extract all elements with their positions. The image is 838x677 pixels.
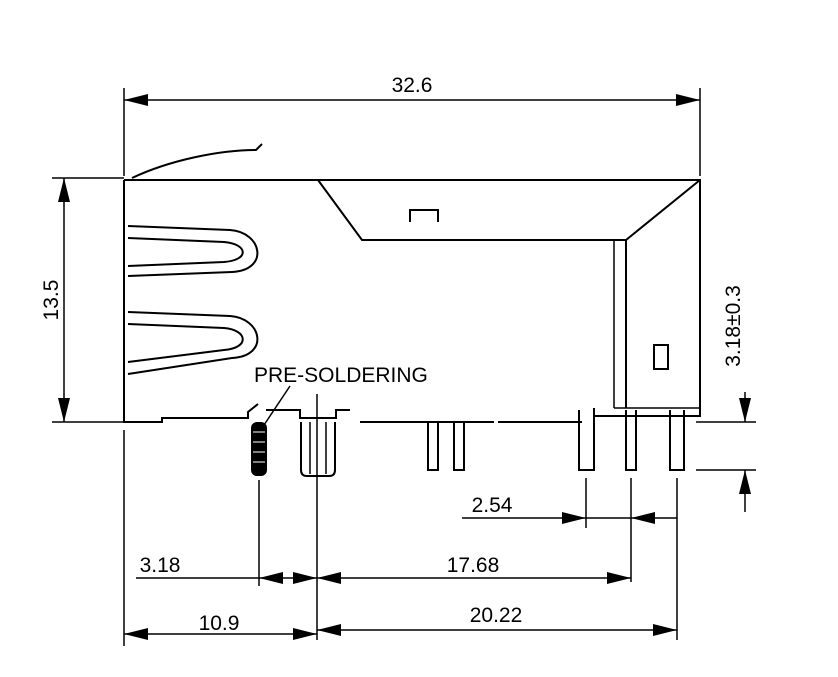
dimension-pin-standoff: 3.18±0.3	[696, 285, 756, 512]
dimension-pin-pitch: 2.54	[462, 478, 678, 640]
label-offset-left-pin: 10.9	[199, 612, 240, 635]
pre-soldered-pin	[251, 422, 267, 476]
shield-spring-curve	[131, 143, 263, 179]
dimension-overall-width: 32.6	[123, 74, 701, 176]
dimension-overall-height: 13.5	[40, 177, 124, 423]
dimension-row-middle: 3.18 17.68	[123, 394, 631, 646]
label-pre-soldering: PRE-SOLDERING	[254, 364, 428, 387]
label-offset-pre-solder: 3.18	[140, 554, 181, 577]
label-span-outer-pins: 20.22	[470, 604, 523, 627]
label-pin-standoff: 3.18±0.3	[722, 285, 745, 367]
pre-soldering-callout: PRE-SOLDERING	[254, 364, 428, 429]
ground-spring-fingers	[127, 225, 259, 375]
connector-body	[123, 179, 701, 423]
latch-window	[409, 209, 439, 222]
pins	[251, 410, 685, 477]
label-overall-width: 32.6	[392, 74, 433, 97]
led-window	[653, 344, 669, 370]
dimension-row-bottom: 10.9 20.22	[124, 604, 677, 640]
label-overall-height: 13.5	[40, 280, 63, 321]
label-span-center-pins: 17.68	[447, 554, 500, 577]
label-pin-pitch: 2.54	[472, 494, 513, 517]
